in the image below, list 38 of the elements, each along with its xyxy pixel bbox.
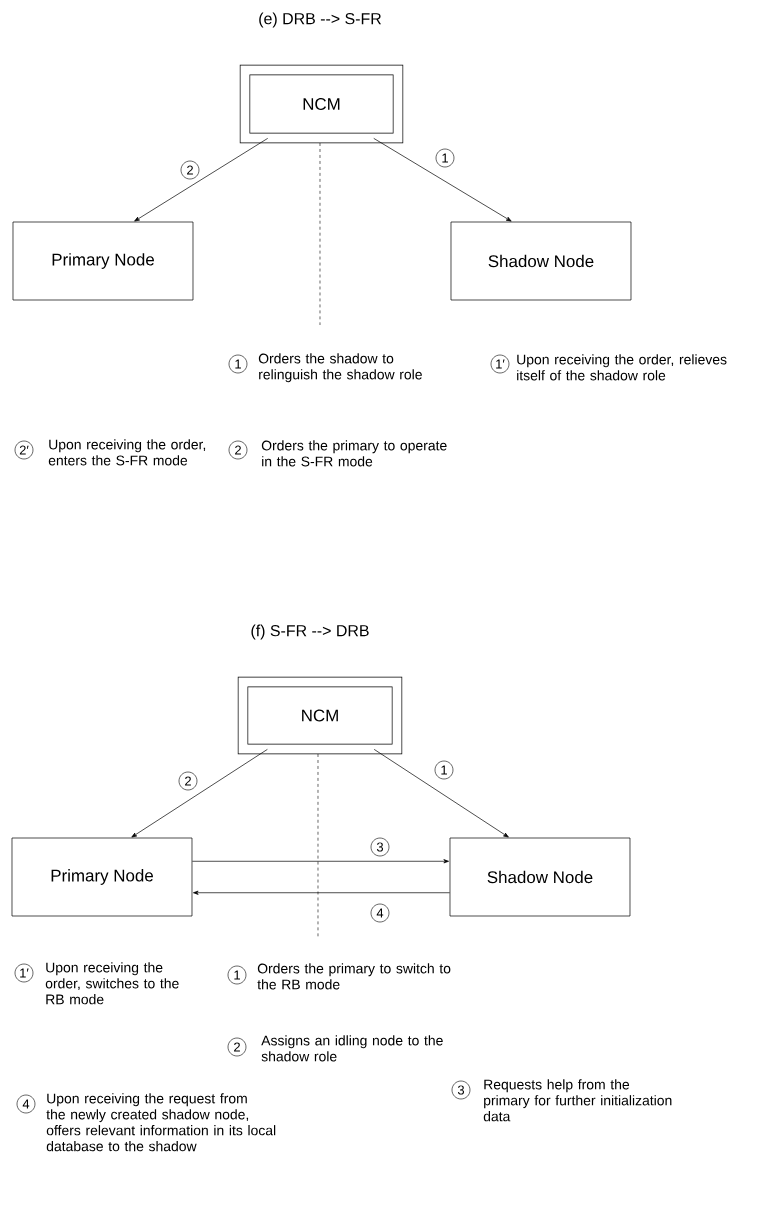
circled-number: 2	[178, 771, 198, 791]
circled-number: 4	[16, 1094, 36, 1114]
note-text: Orders the primary to switch to the RB mode	[257, 963, 451, 990]
note-text: Upon receiving the order, relieves itself of the shadow role	[517, 354, 727, 381]
note-text: Orders the shadow to relinguish the shadow role	[258, 353, 422, 383]
circled-number: 3	[370, 837, 390, 857]
arrow	[131, 749, 268, 838]
circled-number: 3	[451, 1080, 471, 1100]
circled-number: 1	[434, 760, 454, 780]
node-box: Primary Node	[11, 837, 193, 917]
note-text: Orders the primary to operate in the S-FR mode	[261, 440, 447, 467]
arrow	[193, 890, 450, 895]
panel-title: (e) DRB --> S-FR	[259, 12, 381, 28]
circled-number: 2	[180, 160, 200, 180]
note-text: Upon receiving the request from the newly created shadow node, offers relevant information in its local database to the shadow	[46, 1093, 276, 1152]
node-box: Shadow Node	[449, 837, 631, 917]
node-box: Primary Node	[12, 221, 194, 301]
circled-number: 4	[370, 903, 390, 923]
circled-number: 2′	[14, 440, 34, 460]
circled-number: 1	[227, 965, 247, 985]
note-text: Upon receiving the order, switches to the RB mode	[45, 962, 179, 1005]
node-box: Shadow Node	[450, 221, 632, 301]
circled-number: 1	[435, 148, 455, 168]
circled-number: 1	[228, 354, 248, 374]
ncm-box: NCM	[237, 676, 403, 755]
circled-number: 1′	[490, 354, 510, 374]
arrow	[134, 138, 269, 222]
arrow	[373, 749, 509, 838]
arrow	[373, 138, 512, 222]
note-text: Requests help from the primary for further initialization data	[483, 1079, 672, 1122]
circled-number: 2	[227, 1037, 247, 1057]
arrow	[192, 859, 449, 864]
circled-number: 2	[228, 440, 248, 460]
circled-number: 1′	[14, 963, 34, 983]
note-text: Assigns an idling node to the shadow role	[261, 1035, 443, 1062]
note-text: Upon receiving the order, enters the S-FR mode	[48, 439, 206, 466]
panel-title: (f) S-FR --> DRB	[251, 624, 369, 640]
ncm-box: NCM	[239, 64, 404, 144]
